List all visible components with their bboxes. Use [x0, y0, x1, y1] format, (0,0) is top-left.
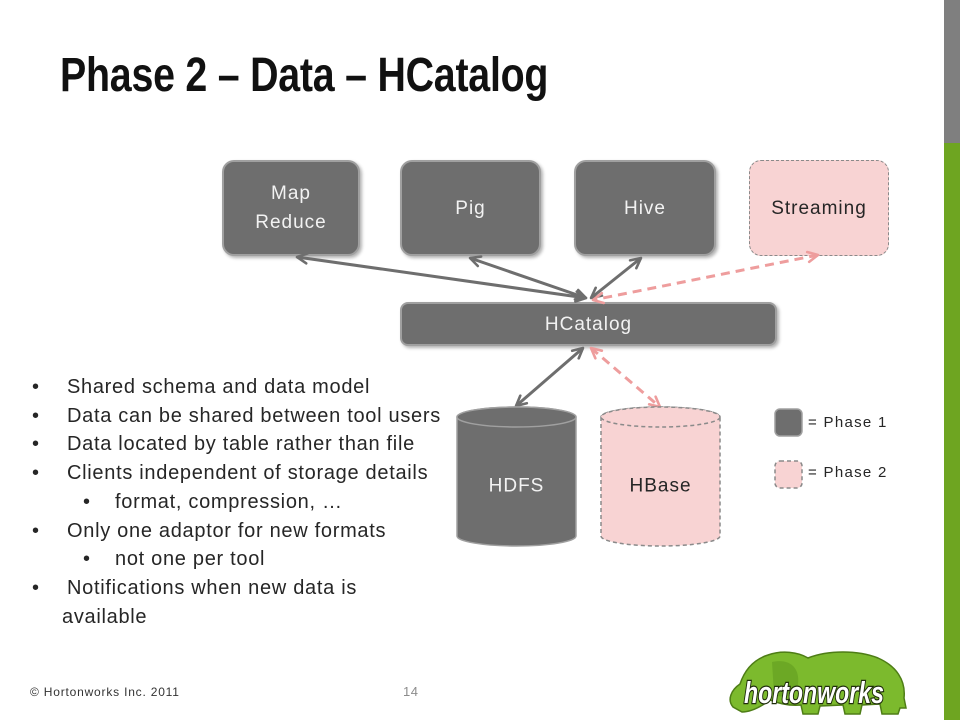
tool-label: Streaming: [771, 197, 867, 219]
arrow-hcatalog-hdfs: [514, 346, 585, 408]
sub-bullet-item: format, compression, …: [0, 488, 470, 517]
tool-box-pig: Pig: [400, 160, 541, 256]
arrow-streaming-hcatalog: [591, 250, 820, 305]
legend-label-phase2: = Phase 2: [808, 464, 888, 481]
arrow-pig-hcatalog: [468, 255, 588, 301]
bullet-list: Shared schema and data model Data can be…: [0, 373, 470, 631]
bullet-item: Only one adaptor for new formats: [0, 517, 470, 546]
tool-label: Map Reduce: [255, 183, 327, 233]
legend-swatches: [774, 408, 803, 489]
arrow-hive-hcatalog: [589, 256, 643, 300]
sub-bullet-icon: [83, 545, 91, 574]
bullet-icon: [32, 459, 40, 488]
bullet-text: Data located by table rather than file: [67, 433, 415, 456]
hcatalog-bar: HCatalog: [400, 302, 777, 346]
tool-label: Pig: [455, 197, 486, 219]
bullet-item: Data can be shared between tool users: [0, 402, 470, 431]
tool-box-hive: Hive: [574, 160, 716, 256]
sub-bullet-item: not one per tool: [0, 545, 470, 574]
sub-bullet-text: not one per tool: [115, 548, 266, 571]
bullet-icon: [32, 517, 40, 546]
sub-bullet-text: format, compression, …: [115, 490, 343, 513]
bullet-item: Data located by table rather than file: [0, 430, 470, 459]
tool-box-mapreduce: Map Reduce: [222, 160, 360, 256]
bullet-text: Data can be shared between tool users: [67, 404, 441, 427]
copyright-notice: © Hortonworks Inc. 2011: [30, 685, 180, 699]
bullet-text: Clients independent of storage details: [67, 462, 429, 485]
bullet-icon: [32, 402, 40, 431]
bullet-item: Notifications when new data is available: [0, 574, 392, 631]
hbase-label: HBase: [629, 476, 691, 497]
hbase-cylinder: HBase: [600, 406, 721, 547]
elephant-icon: [729, 651, 907, 715]
bullet-text: Only one adaptor for new formats: [67, 519, 387, 542]
legend-swatch-phase1: [774, 408, 803, 437]
bullet-text: Shared schema and data model: [67, 376, 371, 398]
tool-label: Hive: [623, 197, 666, 219]
slide-title: Phase 2 – Data – HCatalog: [60, 49, 549, 102]
bullet-text: Notifications when new data is available: [62, 576, 358, 628]
bullet-icon: [32, 574, 40, 603]
hdfs-cylinder: HDFS: [456, 406, 577, 547]
hortonworks-logo: hortonworks: [729, 651, 907, 715]
sub-bullet-icon: [83, 488, 91, 517]
arrow-mapreduce-hcatalog: [295, 252, 588, 303]
accent-bar-gray: [944, 0, 960, 143]
bullet-item: Clients independent of storage details: [0, 459, 470, 488]
arrow-hcatalog-hbase: [589, 346, 662, 409]
logo-wordmark: hortonworks: [744, 675, 884, 710]
accent-bar-green: [944, 143, 960, 720]
tool-box-streaming: Streaming: [749, 160, 889, 256]
elephant-ear-icon: [772, 661, 799, 697]
hcatalog-label: HCatalog: [544, 313, 633, 335]
bullet-item: Shared schema and data model: [0, 373, 470, 402]
page-number: 14: [403, 684, 419, 699]
hdfs-label: HDFS: [489, 476, 545, 497]
bullet-icon: [32, 430, 40, 459]
legend-swatch-phase2: [774, 460, 803, 489]
bullet-icon: [32, 373, 40, 402]
legend-label-phase1: = Phase 1: [808, 414, 888, 431]
